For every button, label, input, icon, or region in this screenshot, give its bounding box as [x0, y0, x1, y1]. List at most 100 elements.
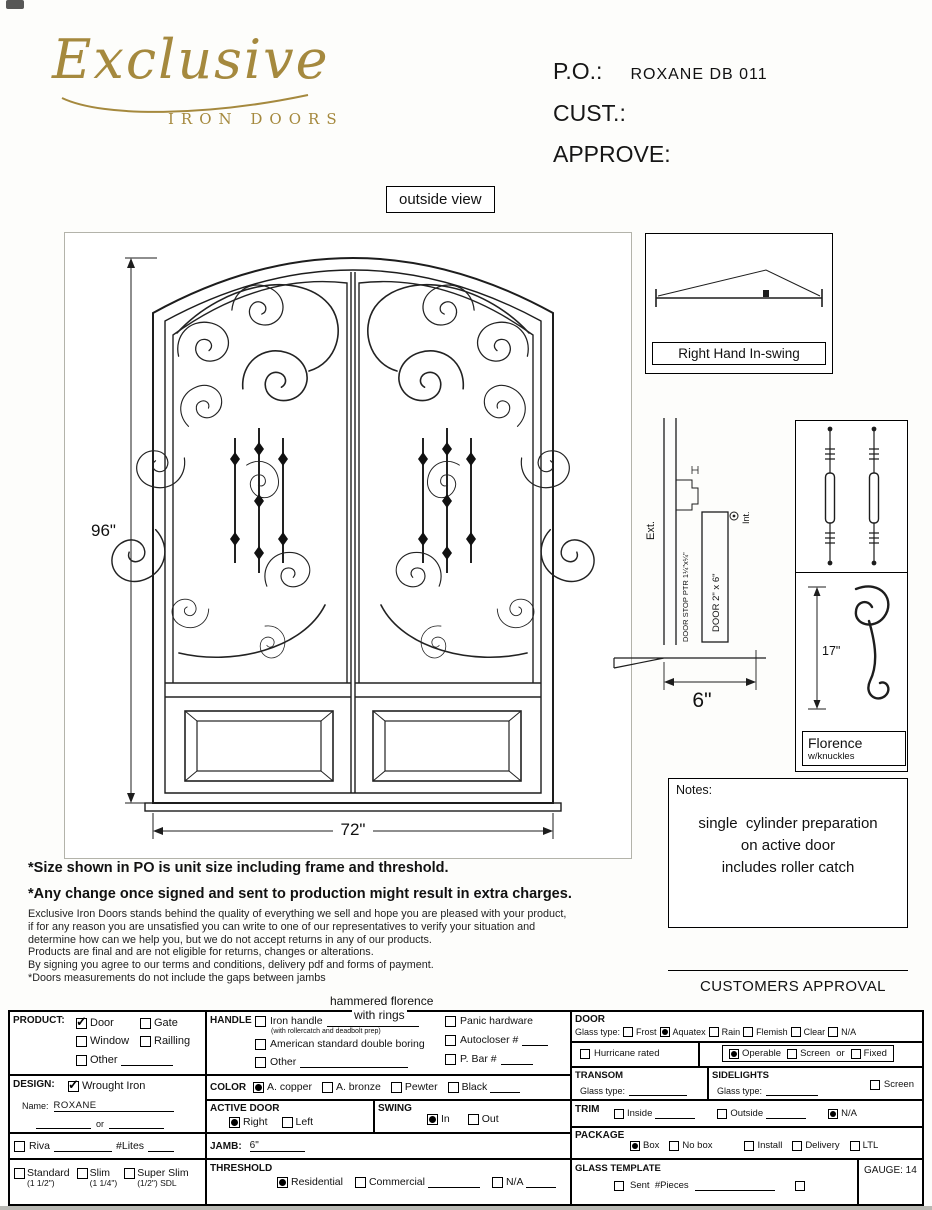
product-window: Window — [76, 1035, 129, 1047]
glass-type-label: Glass type: — [575, 1027, 621, 1037]
approval-signature-line[interactable] — [668, 970, 908, 971]
sent-pieces-blank[interactable] — [694, 1180, 775, 1191]
checkbox[interactable] — [140, 1017, 151, 1029]
door-drawing-sheet: 96" 72" — [64, 232, 632, 859]
checkbox[interactable] — [491, 1176, 503, 1188]
or-line-right — [109, 1118, 165, 1129]
product-cell: PRODUCT: Door Gate Window Railling Other — [10, 1012, 207, 1076]
checkbox[interactable] — [659, 1027, 670, 1037]
checkbox[interactable] — [669, 1140, 680, 1151]
sidelights-screen-label: Screen — [883, 1079, 914, 1090]
checkbox[interactable] — [717, 1108, 728, 1119]
pbar-blank[interactable] — [500, 1054, 533, 1065]
checkbox[interactable] — [849, 1140, 860, 1151]
handle-name: Florence — [808, 735, 863, 751]
checkbox[interactable] — [68, 1077, 79, 1093]
checkbox-label: Operable — [742, 1048, 782, 1059]
terms-line-3: determine how can we help you, but we do… — [28, 933, 432, 946]
checkbox[interactable] — [794, 1180, 805, 1191]
door-glass-cell: DOOR Glass type: Frost Aquatex Rain Flem… — [572, 1012, 922, 1068]
checkbox[interactable] — [790, 1027, 801, 1037]
transom-glass-blank[interactable] — [629, 1085, 688, 1096]
riva-cell: Riva #Lites — [10, 1134, 207, 1160]
glass-rain: Rain — [708, 1027, 740, 1037]
checkbox[interactable] — [255, 1056, 266, 1068]
florence-handle-box: 17" Florence w/knuckles — [795, 572, 908, 772]
checkbox[interactable] — [467, 1113, 479, 1125]
door-fixed: Fixed — [850, 1048, 887, 1059]
checkbox[interactable] — [447, 1081, 459, 1093]
trim-outside-blank[interactable] — [766, 1108, 807, 1119]
color-black-blank[interactable] — [490, 1082, 521, 1093]
checkbox[interactable] — [14, 1168, 25, 1179]
checkbox[interactable] — [743, 1027, 754, 1037]
checkbox[interactable] — [76, 1014, 87, 1030]
checkbox[interactable] — [792, 1140, 803, 1151]
checkbox[interactable] — [354, 1176, 366, 1188]
checkbox[interactable] — [787, 1048, 798, 1059]
checkbox[interactable] — [744, 1140, 755, 1151]
checkbox[interactable] — [427, 1113, 438, 1125]
checkbox[interactable] — [850, 1048, 861, 1059]
frame-size-cell: Standard(1 1/2") Slim(1 1/4") Super Slim… — [10, 1160, 207, 1204]
checkbox[interactable] — [729, 1048, 739, 1059]
riva-blank[interactable] — [54, 1141, 113, 1152]
checkbox[interactable] — [255, 1038, 266, 1050]
checkbox[interactable] — [390, 1081, 402, 1093]
checkbox[interactable] — [869, 1079, 880, 1090]
checkbox[interactable] — [614, 1108, 624, 1119]
handle-name-box: Florence w/knuckles — [802, 731, 906, 766]
checkbox-label: Box — [643, 1140, 660, 1151]
handle-other-blank[interactable] — [300, 1057, 409, 1068]
checkbox[interactable] — [140, 1035, 151, 1047]
checkbox[interactable] — [580, 1048, 590, 1059]
size-superslim-sub: (1/2") SDL — [137, 1178, 177, 1188]
checkbox[interactable] — [277, 1176, 288, 1188]
design-name-value[interactable]: ROXANE — [53, 1100, 174, 1112]
handle-annotation-line2: with rings — [352, 1008, 407, 1022]
checkbox[interactable] — [253, 1081, 264, 1093]
other-blank[interactable] — [120, 1055, 173, 1066]
iron-handle-blank[interactable] — [326, 1016, 419, 1027]
checkbox[interactable] — [630, 1140, 640, 1151]
change-note: *Any change once signed and sent to prod… — [28, 886, 572, 902]
checkbox[interactable] — [229, 1116, 240, 1128]
glass-aquatex: Aquatex — [659, 1027, 706, 1037]
jamb-value[interactable]: 6" — [249, 1140, 305, 1152]
sidelights-glass-blank[interactable] — [766, 1085, 819, 1096]
trim-na: N/A — [828, 1108, 857, 1119]
checkbox[interactable] — [321, 1081, 333, 1093]
checkbox[interactable] — [614, 1180, 624, 1191]
size-superslim-label: Super Slim — [137, 1167, 189, 1179]
autocloser-blank[interactable] — [522, 1035, 549, 1046]
threshold-label: THRESHOLD — [210, 1163, 273, 1174]
trim-inside-blank[interactable] — [655, 1108, 696, 1119]
checkbox[interactable] — [255, 1015, 266, 1027]
checkbox[interactable] — [445, 1015, 456, 1027]
checkbox-label: Commercial — [368, 1176, 425, 1188]
checkbox[interactable] — [76, 1054, 87, 1066]
gauge-subcell: GAUGE: 14 — [857, 1160, 922, 1204]
sidelights-glass-label: Glass type: — [717, 1085, 763, 1096]
outside-view-label: outside view — [399, 191, 482, 208]
checkbox-label: Railling — [154, 1035, 191, 1047]
checkbox[interactable] — [828, 1108, 839, 1119]
commercial-blank[interactable] — [427, 1177, 480, 1188]
checkbox[interactable] — [76, 1035, 87, 1047]
checkbox[interactable] — [445, 1053, 456, 1065]
checkbox[interactable] — [828, 1027, 839, 1037]
checkbox[interactable] — [708, 1027, 719, 1037]
lites-blank[interactable] — [148, 1141, 175, 1152]
checkbox[interactable] — [623, 1027, 634, 1037]
checkbox[interactable] — [76, 1168, 88, 1179]
active-door-label: ACTIVE DOOR — [210, 1103, 280, 1114]
threshold-na-blank[interactable] — [526, 1177, 557, 1188]
checkbox-label: Delivery — [805, 1140, 840, 1151]
checkbox[interactable] — [445, 1034, 456, 1046]
outside-view-tag: outside view — [386, 186, 495, 213]
notes-box: Notes: single cylinder preparation on ac… — [668, 778, 908, 928]
checkbox[interactable] — [281, 1116, 293, 1128]
checkbox[interactable] — [124, 1168, 136, 1179]
checkbox[interactable] — [14, 1140, 25, 1152]
florence-scroll-drawing: 17" — [808, 585, 890, 710]
